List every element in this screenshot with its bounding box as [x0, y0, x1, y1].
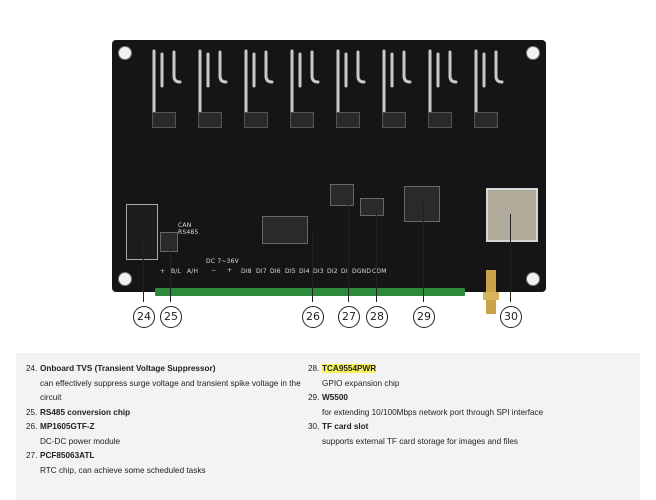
- component-description-panel: 24.Onboard TVS (Transient Voltage Suppre…: [16, 353, 640, 500]
- mounting-hole: [118, 46, 132, 60]
- item-description: can effectively suppress surge voltage a…: [40, 378, 301, 403]
- callout-27: 27: [338, 306, 360, 328]
- pin-label: DI6: [270, 268, 281, 275]
- pin-label: DI3: [313, 268, 324, 275]
- item-description: GPIO expansion chip: [322, 378, 400, 388]
- mp1605-chip: [262, 216, 308, 244]
- relay-slot: [474, 112, 498, 128]
- antenna-connector: [483, 270, 499, 314]
- callout-line: [376, 208, 377, 302]
- item-name: RS485 conversion chip: [40, 407, 131, 417]
- mounting-hole: [526, 272, 540, 286]
- item-number: 24.: [26, 364, 38, 373]
- pin-label: A/H: [187, 268, 199, 275]
- relay-solder-pins: [152, 49, 504, 114]
- pin-label: DI2: [327, 268, 338, 275]
- item-name: PCF85063ATL: [40, 451, 95, 460]
- pin-label: +: [160, 268, 166, 275]
- item-name: MP1605GTF-Z: [40, 422, 95, 431]
- item-number: 27.: [26, 451, 38, 460]
- item-number: 29.: [308, 393, 320, 402]
- list-item-26: 26.MP1605GTF-Z: [26, 420, 316, 435]
- tca9554-chip: [360, 198, 384, 216]
- pin-label: B/L: [171, 268, 182, 275]
- callout-line: [312, 230, 313, 302]
- callout-line: [170, 246, 171, 302]
- pin-label: DGND: [352, 268, 372, 275]
- relay-slot: [198, 112, 222, 128]
- callout-line: [143, 240, 144, 302]
- callout-26: 26: [302, 306, 324, 328]
- item-number: 26.: [26, 422, 38, 431]
- list-item-24: 24.Onboard TVS (Transient Voltage Suppre…: [26, 362, 316, 377]
- item-description: for extending 10/100Mbps network port th…: [322, 407, 544, 417]
- product-image: CAN RS485 DC 7~36V + B/L A/H − + DI8 DI7…: [112, 40, 546, 328]
- list-item-30: 30.TF card slot: [308, 420, 598, 435]
- pcb-board-bottom-view: [112, 40, 546, 292]
- w5500-chip: [404, 186, 440, 222]
- item-number: 28.: [308, 364, 320, 373]
- mounting-hole: [118, 272, 132, 286]
- pin-label: −: [211, 267, 217, 274]
- item-description: DC-DC power module: [40, 436, 121, 446]
- callout-line: [510, 214, 511, 302]
- pin-label: DI8: [241, 268, 252, 275]
- item-description: supports external TF card storage for im…: [322, 436, 518, 446]
- pin-label: COM: [372, 268, 387, 275]
- pin-label: DI5: [285, 268, 296, 275]
- item-number: 30.: [308, 422, 320, 431]
- relay-slot: [152, 112, 176, 128]
- list-item-25: 25.RS485 conversion chip: [26, 406, 316, 421]
- terminal-block: [155, 288, 465, 296]
- mounting-hole: [526, 46, 540, 60]
- silk-can: CAN: [178, 222, 192, 229]
- relay-slot: [382, 112, 406, 128]
- callout-29: 29: [413, 306, 435, 328]
- item-number: 25.: [26, 407, 38, 417]
- tf-card-slot: [486, 188, 538, 242]
- list-item-27: 27.PCF85063ATL: [26, 449, 316, 464]
- rs485-chip: [160, 232, 178, 252]
- silk-rs485: RS485: [178, 229, 199, 236]
- item-name: TF card slot: [322, 422, 369, 431]
- relay-slot: [428, 112, 452, 128]
- item-name: Onboard TVS (Transient Voltage Suppresso…: [40, 364, 216, 373]
- pcf85063-chip: [330, 184, 354, 206]
- pin-label: DI4: [299, 268, 310, 275]
- silk-dc: DC 7~36V: [206, 258, 239, 265]
- list-item-29: 29.W5500: [308, 391, 598, 406]
- callout-line: [423, 202, 424, 302]
- callout-line: [348, 200, 349, 302]
- callout-30: 30: [500, 306, 522, 328]
- item-description: RTC chip, can achieve some scheduled tas…: [40, 465, 206, 475]
- description-column-right: 28.TCA9554PWR GPIO expansion chip 29.W55…: [308, 362, 598, 449]
- pin-label: +: [227, 267, 233, 274]
- item-name-highlighted: TCA9554PWR: [322, 364, 377, 373]
- relay-slot: [244, 112, 268, 128]
- description-column-left: 24.Onboard TVS (Transient Voltage Suppre…: [26, 362, 316, 478]
- callout-28: 28: [366, 306, 388, 328]
- callout-24: 24: [133, 306, 155, 328]
- relay-slot: [290, 112, 314, 128]
- item-name: W5500: [322, 393, 348, 402]
- tvs-component: [126, 204, 158, 260]
- callout-25: 25: [160, 306, 182, 328]
- pin-label: DI: [341, 268, 348, 275]
- pin-label: DI7: [256, 268, 267, 275]
- list-item-28: 28.TCA9554PWR: [308, 362, 598, 377]
- relay-slot: [336, 112, 360, 128]
